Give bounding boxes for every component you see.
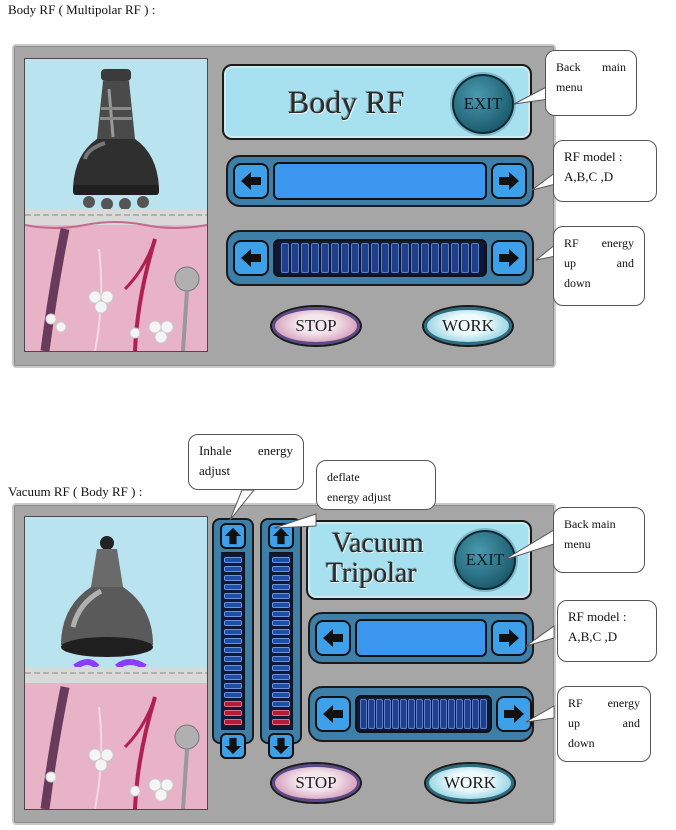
body-rf-illustration (24, 58, 208, 352)
deflate-down-button[interactable] (268, 733, 294, 759)
rf-energy-down-button[interactable] (315, 696, 351, 732)
right-arrow-icon (499, 172, 519, 190)
rf-energy-up-button[interactable] (491, 240, 527, 276)
left-arrow-icon (241, 249, 261, 267)
rf-model-next-button[interactable] (491, 620, 527, 656)
callout-text: A,B,C ,D (568, 629, 618, 644)
callout-rf-model: RF model : A,B,C ,D (557, 600, 657, 662)
section-heading-vacuum-rf: Vacuum RF ( Body RF ) : (8, 484, 143, 499)
callout-pointers (229, 489, 555, 723)
callout-rf-energy: RF energy up and down (557, 686, 651, 762)
right-arrow-icon (504, 705, 524, 723)
up-arrow-icon (272, 527, 290, 545)
callout-rf-model: RF model : A,B,C ,D (553, 140, 657, 202)
deflate-energy-column (260, 518, 302, 759)
callout-text: Back main menu (564, 517, 616, 551)
callout-rf-energy: RF energy up and down (553, 226, 645, 306)
down-arrow-icon (224, 737, 242, 755)
vacuum-title-line2: Tripolar (326, 558, 417, 589)
rf-handpiece-image (25, 517, 207, 809)
left-arrow-icon (323, 629, 343, 647)
exit-button[interactable]: EXIT (454, 530, 516, 590)
rf-energy-up-button[interactable] (496, 696, 532, 732)
callout-text: RF model : (564, 149, 623, 164)
callout-inhale-energy: Inhale energy adjust (188, 434, 304, 490)
callout-back-main-menu: Back main menu (545, 50, 637, 116)
exit-button[interactable]: EXIT (452, 74, 514, 134)
work-button[interactable]: WORK (422, 305, 514, 347)
callout-text: Back main menu (556, 60, 626, 94)
rf-energy-row (308, 686, 534, 742)
inhale-energy-bar (221, 552, 245, 730)
callout-text: RF energy (568, 696, 640, 710)
callout-text: energy adjust (327, 490, 392, 504)
skin-cross-section-image (25, 667, 207, 809)
callout-text: RF model : (568, 609, 627, 624)
deflate-energy-bar (269, 552, 293, 730)
section-heading-body-rf: Body RF ( Multipolar RF ) : (8, 2, 156, 17)
rf-model-row (308, 612, 534, 664)
vacuum-title-line1: Vacuum (332, 528, 424, 559)
stop-button[interactable]: STOP (270, 305, 362, 347)
body-rf-title: Body RF (288, 84, 405, 120)
callout-text: deflate (327, 470, 360, 484)
inhale-up-button[interactable] (220, 523, 246, 549)
up-arrow-icon (224, 527, 242, 545)
rf-model-prev-button[interactable] (315, 620, 351, 656)
callout-text: up and (568, 716, 640, 730)
callout-text: down (564, 276, 591, 290)
work-button[interactable]: WORK (424, 762, 516, 804)
callout-text: down (568, 736, 595, 750)
inhale-down-button[interactable] (220, 733, 246, 759)
callout-text: RF energy (564, 236, 634, 250)
rf-energy-bar (355, 695, 492, 733)
rf-energy-bar (273, 239, 487, 277)
rf-model-prev-button[interactable] (233, 163, 269, 199)
left-arrow-icon (241, 172, 261, 190)
rf-handpiece-image (25, 59, 207, 351)
rf-energy-down-button[interactable] (233, 240, 269, 276)
callout-text: A,B,C ,D (564, 169, 614, 184)
callout-back-main-menu: Back main menu (553, 507, 645, 573)
skin-cross-section-image (25, 209, 207, 351)
callout-text: up and (564, 256, 634, 270)
right-arrow-icon (499, 249, 519, 267)
rf-model-row (226, 155, 534, 207)
callout-text: adjust (199, 463, 231, 478)
vacuum-rf-illustration (24, 516, 208, 810)
rf-model-display (355, 619, 487, 657)
left-arrow-icon (323, 705, 343, 723)
callout-text: Inhale energy (199, 443, 293, 458)
down-arrow-icon (272, 737, 290, 755)
inhale-energy-column (212, 518, 254, 759)
stop-button[interactable]: STOP (270, 762, 362, 804)
callout-deflate-energy: deflate energy adjust (316, 460, 436, 510)
rf-model-next-button[interactable] (491, 163, 527, 199)
rf-energy-row (226, 230, 534, 286)
right-arrow-icon (499, 629, 519, 647)
rf-model-display (273, 162, 487, 200)
